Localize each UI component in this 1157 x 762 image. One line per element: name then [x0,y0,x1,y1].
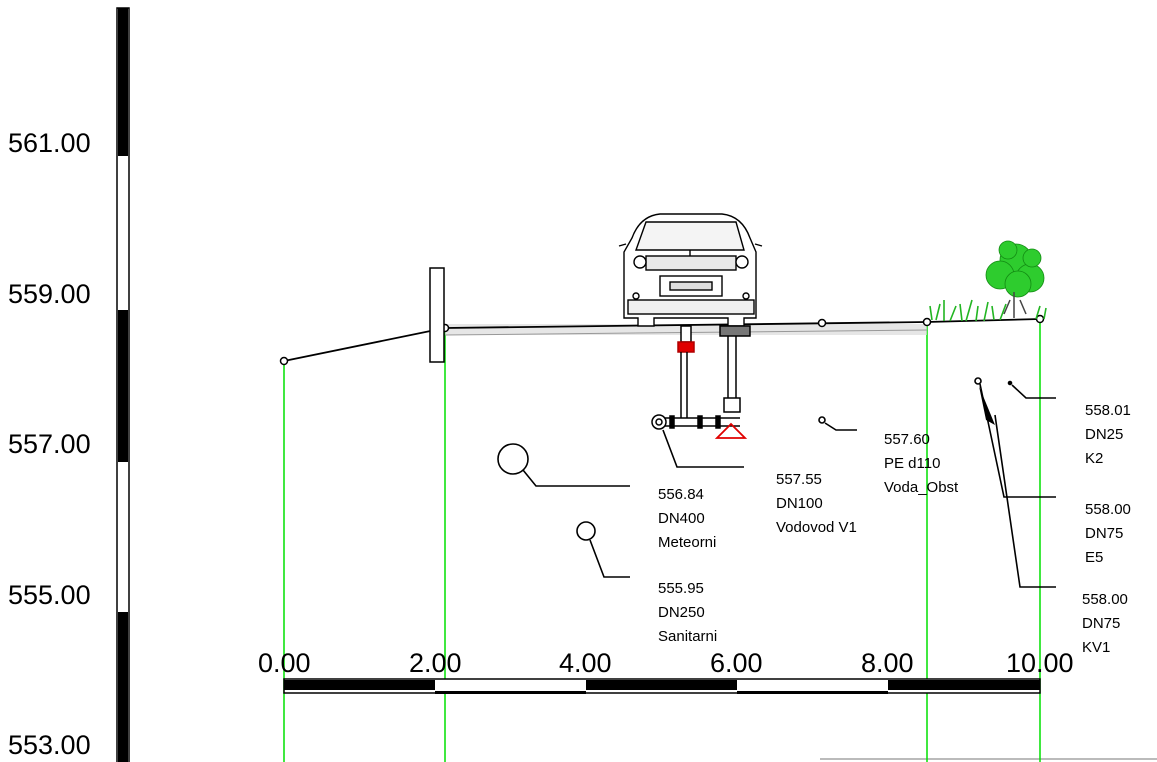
svg-text:DN75: DN75 [1082,615,1120,632]
car-icon [618,213,763,327]
svg-text:558.00: 558.00 [1085,501,1131,518]
svg-text:DN250: DN250 [658,604,705,621]
distance-label-2: 2.00 [409,648,462,678]
sign-post [429,267,445,363]
callout-557-60: 557.60 PE d110 Voda_Obst [884,431,959,496]
svg-text:KV1: KV1 [1082,639,1110,656]
distance-label-4: 4.00 [559,648,612,678]
pipe-dn400 [497,443,529,475]
distance-scale-bar [283,678,1041,694]
svg-text:558.01: 558.01 [1085,402,1131,419]
svg-text:557.55: 557.55 [776,471,822,488]
elevation-label-553: 553.00 [8,730,91,760]
terrain-profile [279,314,1045,366]
svg-text:Voda_Obst: Voda_Obst [884,479,959,496]
elevation-label-557: 557.00 [8,429,91,459]
grass-icon [929,299,1047,322]
pipework [651,325,751,430]
distance-label-8: 8.00 [861,648,914,678]
terrain-point [922,317,932,327]
distance-label-6: 6.00 [710,648,763,678]
callout-558-00-kv1: 558.00 DN75 KV1 [1082,591,1128,656]
pipe-dn25 [1007,380,1013,386]
elevation-label-561: 561.00 [8,128,91,158]
distance-label-0: 0.00 [258,648,311,678]
terrain-point [817,318,827,328]
svg-text:556.84: 556.84 [658,486,704,503]
utility-markers [497,377,1056,588]
pipe-dn75-e5 [974,377,982,385]
terrain-point [279,356,289,366]
svg-text:557.60: 557.60 [884,431,930,448]
svg-text:PE d110: PE d110 [884,455,940,472]
svg-text:555.95: 555.95 [658,580,704,597]
svg-text:E5: E5 [1085,549,1103,566]
elevation-label-555: 555.00 [8,580,91,610]
svg-text:Sanitarni: Sanitarni [658,628,717,645]
hydrant-icon [714,422,748,439]
pipe-dn250 [576,521,596,541]
bush-icon [985,240,1045,318]
pipe-pe110 [818,416,826,424]
svg-text:DN25: DN25 [1085,426,1123,443]
elevation-label-559: 559.00 [8,279,91,309]
callout-558-00-e5: 558.00 DN75 E5 [1085,501,1131,566]
svg-text:DN75: DN75 [1085,525,1123,542]
svg-text:Meteorni: Meteorni [658,534,716,551]
distance-label-10: 10.00 [1006,648,1074,678]
callout-555-95: 555.95 DN250 Sanitarni [658,580,717,645]
svg-text:DN100: DN100 [776,495,823,512]
svg-text:558.00: 558.00 [1082,591,1128,608]
leader-arrow [979,386,995,425]
callout-556-84: 556.84 DN400 Meteorni [658,486,716,551]
svg-text:DN400: DN400 [658,510,705,527]
callout-557-55: 557.55 DN100 Vodovod V1 [776,471,857,536]
callout-558-01: 558.01 DN25 K2 [1085,402,1131,467]
svg-text:Vodovod V1: Vodovod V1 [776,519,857,536]
elevation-scale-bar [116,7,130,762]
svg-text:K2: K2 [1085,450,1103,467]
